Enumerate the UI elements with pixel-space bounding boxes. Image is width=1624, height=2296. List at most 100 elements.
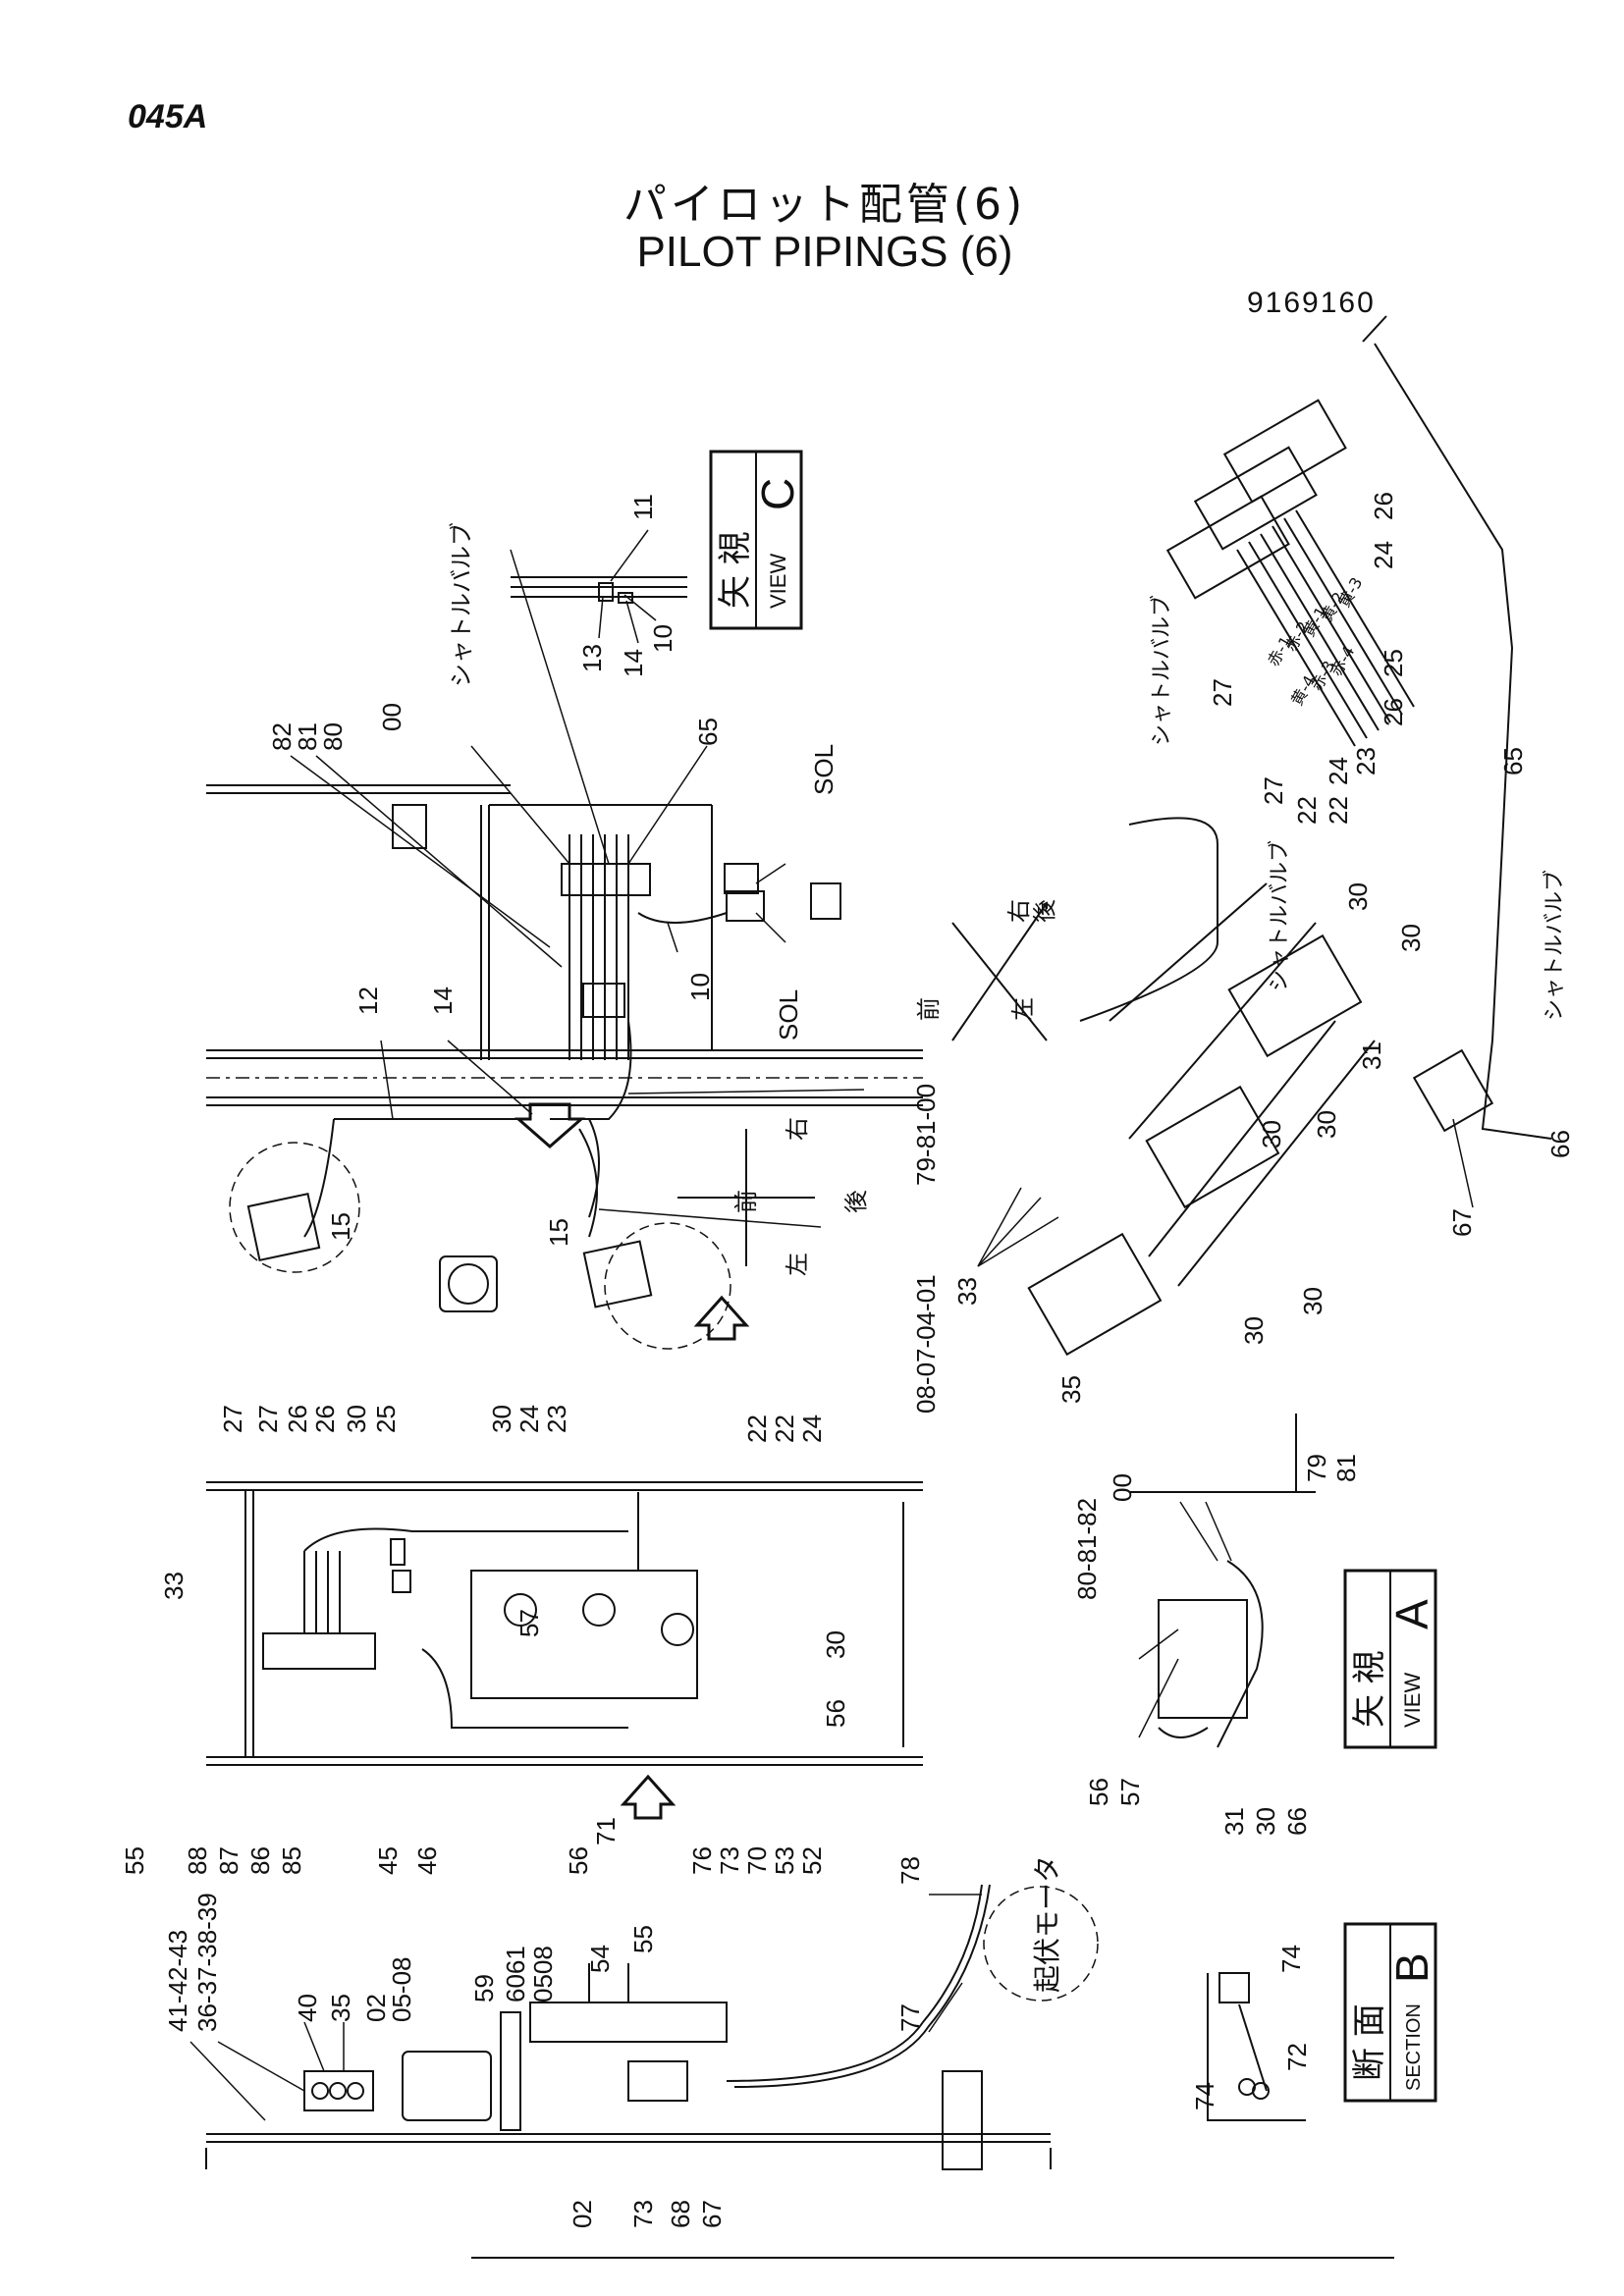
- part-label-13: 13: [577, 644, 607, 672]
- remote-valve-right: [582, 1222, 731, 1350]
- part-label-40-side: 40: [293, 1994, 322, 2022]
- part-label-35-side: 35: [326, 1994, 355, 2022]
- part-label-35-iso: 35: [1056, 1375, 1086, 1404]
- part-label-54-side: 54: [585, 1945, 615, 1973]
- section-b-kanji: 断 面: [1350, 2003, 1389, 2081]
- part-label-00: 00: [377, 703, 406, 731]
- title-japanese: パイロット配管(6): [623, 180, 1027, 230]
- direction-rear-main: 後: [842, 1190, 870, 1213]
- view-c-detail: 矢 視 C VIEW 11 10 13 14: [511, 450, 803, 677]
- part-label-31-iso: 31: [1357, 1041, 1386, 1070]
- part-label-57-plan: 57: [514, 1609, 544, 1637]
- part-label-26-iso-b: 26: [1379, 698, 1408, 726]
- main-top-view: 右 左 前 後 82 81 80 00 シャ: [206, 522, 941, 1414]
- part-label-41-42-43: 41-42-43: [163, 1930, 192, 2032]
- part-label-88-plan: 88: [183, 1846, 212, 1875]
- label-sol-lower: SOL: [774, 989, 803, 1041]
- part-label-30-iso-b: 30: [1396, 924, 1426, 952]
- part-label-24-plan: 24: [514, 1405, 544, 1433]
- label-shuttle-valve-main: シャトルバルブ: [448, 522, 475, 687]
- part-label-23-iso: 23: [1351, 747, 1380, 775]
- section-b-letter: B: [1386, 1952, 1437, 1983]
- section-b-detail: 断 面 B SECTION 74 74 72: [1190, 1922, 1437, 2121]
- part-label-26-plan-b: 26: [310, 1405, 340, 1433]
- part-label-81: 81: [293, 722, 322, 751]
- part-label-73-side: 73: [628, 2200, 658, 2228]
- part-label-81-a: 81: [1331, 1454, 1361, 1482]
- part-label-02-side: 02: [361, 1994, 391, 2022]
- part-label-14: 14: [619, 649, 648, 677]
- part-label-27-plan-b: 27: [253, 1405, 283, 1433]
- part-label-25-iso: 25: [1379, 649, 1408, 677]
- part-label-59-side: 59: [469, 1974, 499, 2002]
- part-label-15-right: 15: [544, 1218, 573, 1247]
- part-label-30-iso-d: 30: [1257, 1120, 1286, 1148]
- view-c-kanji: 矢 視: [716, 531, 755, 609]
- part-label-80: 80: [318, 722, 348, 751]
- part-label-45-plan: 45: [373, 1846, 403, 1875]
- part-label-31-a: 31: [1219, 1807, 1249, 1836]
- part-label-30-iso-a: 30: [1343, 882, 1373, 911]
- direction-left-main: 左: [784, 1253, 811, 1276]
- part-label-12: 12: [353, 987, 383, 1015]
- label-shuttle-valve-right: シャトルバルブ: [1543, 870, 1567, 1021]
- orientation-cross-iso: [951, 901, 1048, 1041]
- part-label-22-iso-b: 22: [1324, 796, 1353, 825]
- part-label-23-plan: 23: [542, 1405, 571, 1433]
- direction-front-main: 前: [732, 1190, 760, 1213]
- part-label-85-plan: 85: [277, 1846, 306, 1875]
- part-label-00-a: 00: [1108, 1473, 1137, 1502]
- part-label-76-plan: 76: [687, 1846, 717, 1875]
- direction-front-iso: 前: [915, 997, 943, 1021]
- part-label-0508-side: 0508: [528, 1946, 558, 2002]
- part-label-15-left: 15: [326, 1212, 355, 1241]
- isometric-shuttle-valves: シャトルバルブ シャトルバルブ シャトルバルブ 赤-1 赤-2 黄-1 黄-2 …: [915, 315, 1575, 1404]
- side-view-lower: 起伏モータ 41-42-43 36-37-38-39 40 35 02 05-0…: [163, 1855, 1099, 2228]
- view-a-word: VIEW: [1400, 1673, 1425, 1728]
- part-label-27-plan-a: 27: [218, 1405, 247, 1433]
- part-label-24-iso-b: 24: [1324, 757, 1353, 785]
- part-label-71-plan: 71: [591, 1817, 621, 1845]
- part-label-30-iso-f: 30: [1239, 1316, 1269, 1345]
- part-label-55-plan: 55: [120, 1846, 149, 1875]
- view-c-word: VIEW: [766, 554, 790, 609]
- remote-valve-left: [229, 1142, 360, 1273]
- part-label-56-plan: 56: [821, 1699, 850, 1728]
- part-label-30-iso-e: 30: [1298, 1287, 1327, 1315]
- view-a-detail: 矢 視 A VIEW 79 81 00 80-81-82 56 57 31 30…: [1072, 1414, 1437, 1836]
- part-label-67-side: 67: [697, 2200, 727, 2228]
- swivel-joint: [439, 1255, 498, 1312]
- part-label-72-sec: 72: [1282, 2043, 1312, 2071]
- section-b-box: 断 面 B SECTION: [1343, 1922, 1437, 2103]
- view-a-kanji: 矢 視: [1350, 1650, 1389, 1728]
- drawing-number: 9169160: [1247, 287, 1376, 319]
- part-label-74-sec-a: 74: [1276, 1945, 1306, 1973]
- part-label-26-iso-a: 26: [1369, 492, 1398, 520]
- view-a-letter: A: [1386, 1599, 1437, 1629]
- direction-right-main: 右: [784, 1117, 811, 1141]
- derrick-motor: 起伏モータ: [983, 1855, 1099, 2002]
- label-sol-upper: SOL: [809, 744, 839, 795]
- part-label-27-iso-a: 27: [1208, 678, 1237, 707]
- part-label-46-plan: 46: [412, 1846, 442, 1875]
- part-label-02-side-b: 02: [568, 2200, 597, 2228]
- part-label-10-main: 10: [685, 973, 715, 1001]
- orientation-cross-main: [677, 1129, 815, 1266]
- part-label-33-iso: 33: [952, 1277, 982, 1306]
- view-arrow-down-icon: [514, 1102, 585, 1148]
- label-shuttle-valve-iso: シャトルバルブ: [1150, 595, 1174, 746]
- part-label-22-iso-a: 22: [1292, 796, 1322, 825]
- part-label-68-side: 68: [666, 2200, 695, 2228]
- part-label-73-plan: 73: [715, 1846, 744, 1875]
- part-label-36-37-38-39: 36-37-38-39: [192, 1893, 222, 2032]
- part-label-30-a: 30: [1251, 1807, 1280, 1836]
- part-label-82: 82: [267, 722, 297, 751]
- view-c-letter: C: [752, 478, 803, 510]
- part-label-78-side: 78: [895, 1856, 925, 1885]
- part-label-79-81-00: 79-81-00: [911, 1084, 941, 1186]
- direction-rear-iso: 後: [1031, 899, 1058, 923]
- part-label-87-plan: 87: [214, 1846, 244, 1875]
- hose-tag-yellow-3: 黄-3: [1334, 574, 1366, 611]
